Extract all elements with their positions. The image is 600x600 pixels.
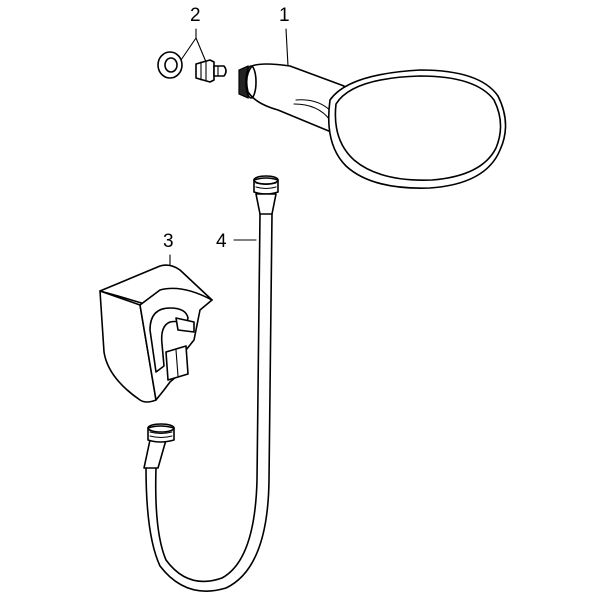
wall-holder-icon (99, 264, 213, 403)
washer-icon (157, 51, 183, 79)
shower-hose-icon (143, 175, 279, 592)
callout-label-1: 1 (279, 5, 290, 26)
hand-shower-icon (238, 63, 507, 189)
callout-label-4: 4 (216, 231, 227, 252)
leader-line-2-limiter (195, 37, 207, 63)
callout-label-3: 3 (163, 231, 174, 252)
flow-limiter-icon (195, 59, 227, 83)
callout-label-2: 2 (190, 5, 201, 26)
leader-line-1 (285, 28, 289, 67)
leader-line-2-washer (180, 37, 197, 61)
